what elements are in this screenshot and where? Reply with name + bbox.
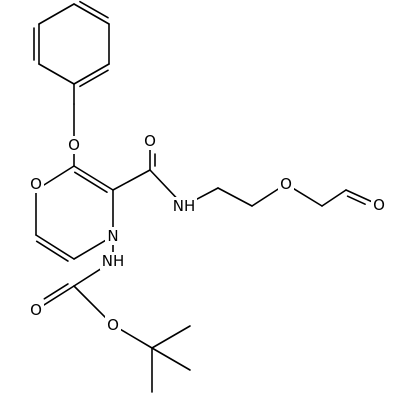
bond-ald-oAld-double bbox=[346, 195, 366, 205]
bond-e2-oE bbox=[251, 188, 280, 207]
bond-c2-cAm bbox=[112, 169, 151, 191]
bond-c5-c6-double bbox=[35, 240, 69, 262]
atom-o-ether-benzyl-label: O bbox=[68, 136, 80, 154]
atom-o-amide: O bbox=[142, 132, 158, 150]
atom-n-ring-label: N bbox=[107, 227, 118, 245]
bond-nhA-e1 bbox=[192, 187, 219, 202]
atom-nh-hydrazide-label: NH bbox=[102, 252, 125, 270]
bond-cC-oC-double bbox=[43, 283, 69, 300]
bond-layer bbox=[33, 0, 372, 393]
bond-b4-b5-double bbox=[79, 69, 109, 88]
atom-o-ether-benzyl: O bbox=[66, 136, 82, 154]
bond-nhH-cC bbox=[73, 265, 106, 287]
bond-cq-me1 bbox=[151, 325, 191, 349]
atom-o-ketone: O bbox=[28, 175, 44, 193]
bond-c3-c2 bbox=[73, 165, 114, 191]
bond-c3-c2-double bbox=[73, 171, 108, 193]
atom-o-ketone-label: O bbox=[30, 175, 42, 193]
bond-b2-b3-double bbox=[79, 0, 109, 19]
bond-b1-b2 bbox=[38, 3, 75, 25]
bond-m1-ald bbox=[321, 189, 347, 207]
atom-o-carbamate-carbonyl-label: O bbox=[30, 301, 42, 319]
atom-o-ether-chain-label: O bbox=[280, 175, 292, 193]
bond-b2-b3 bbox=[73, 3, 110, 25]
bond-cq-me3 bbox=[151, 347, 191, 371]
bond-cC-oEs bbox=[73, 285, 108, 320]
bond-ald-oAld bbox=[345, 189, 372, 203]
bond-oEs-cq bbox=[119, 328, 153, 349]
atom-nh-amide: NH bbox=[171, 197, 197, 215]
atom-o-aldehyde: O bbox=[371, 196, 387, 214]
bond-e1-e2 bbox=[217, 187, 253, 207]
atom-nh-hydrazide: NH bbox=[100, 252, 126, 270]
atom-o-carbamate-ester: O bbox=[105, 316, 121, 334]
bond-b4-b5 bbox=[73, 63, 110, 85]
bond-c5-c6 bbox=[35, 234, 75, 260]
atom-o-aldehyde-label: O bbox=[373, 196, 385, 214]
bond-cAm-nhA bbox=[149, 169, 178, 200]
atom-o-carbamate-carbonyl: O bbox=[28, 301, 44, 319]
bond-b5-b6 bbox=[38, 63, 75, 85]
atom-n-ring: N bbox=[105, 227, 121, 245]
atom-nh-amide-label: NH bbox=[173, 197, 196, 215]
atom-o-ether-chain: O bbox=[278, 175, 294, 193]
bond-oE-m1 bbox=[292, 187, 323, 207]
atom-o-carbamate-ester-label: O bbox=[107, 316, 119, 334]
atom-label-layer: O O O NH O O N NH bbox=[28, 132, 387, 334]
bond-cC-oC bbox=[42, 285, 75, 306]
bond-c6-n1 bbox=[73, 239, 107, 260]
atom-o-amide-label: O bbox=[144, 132, 156, 150]
